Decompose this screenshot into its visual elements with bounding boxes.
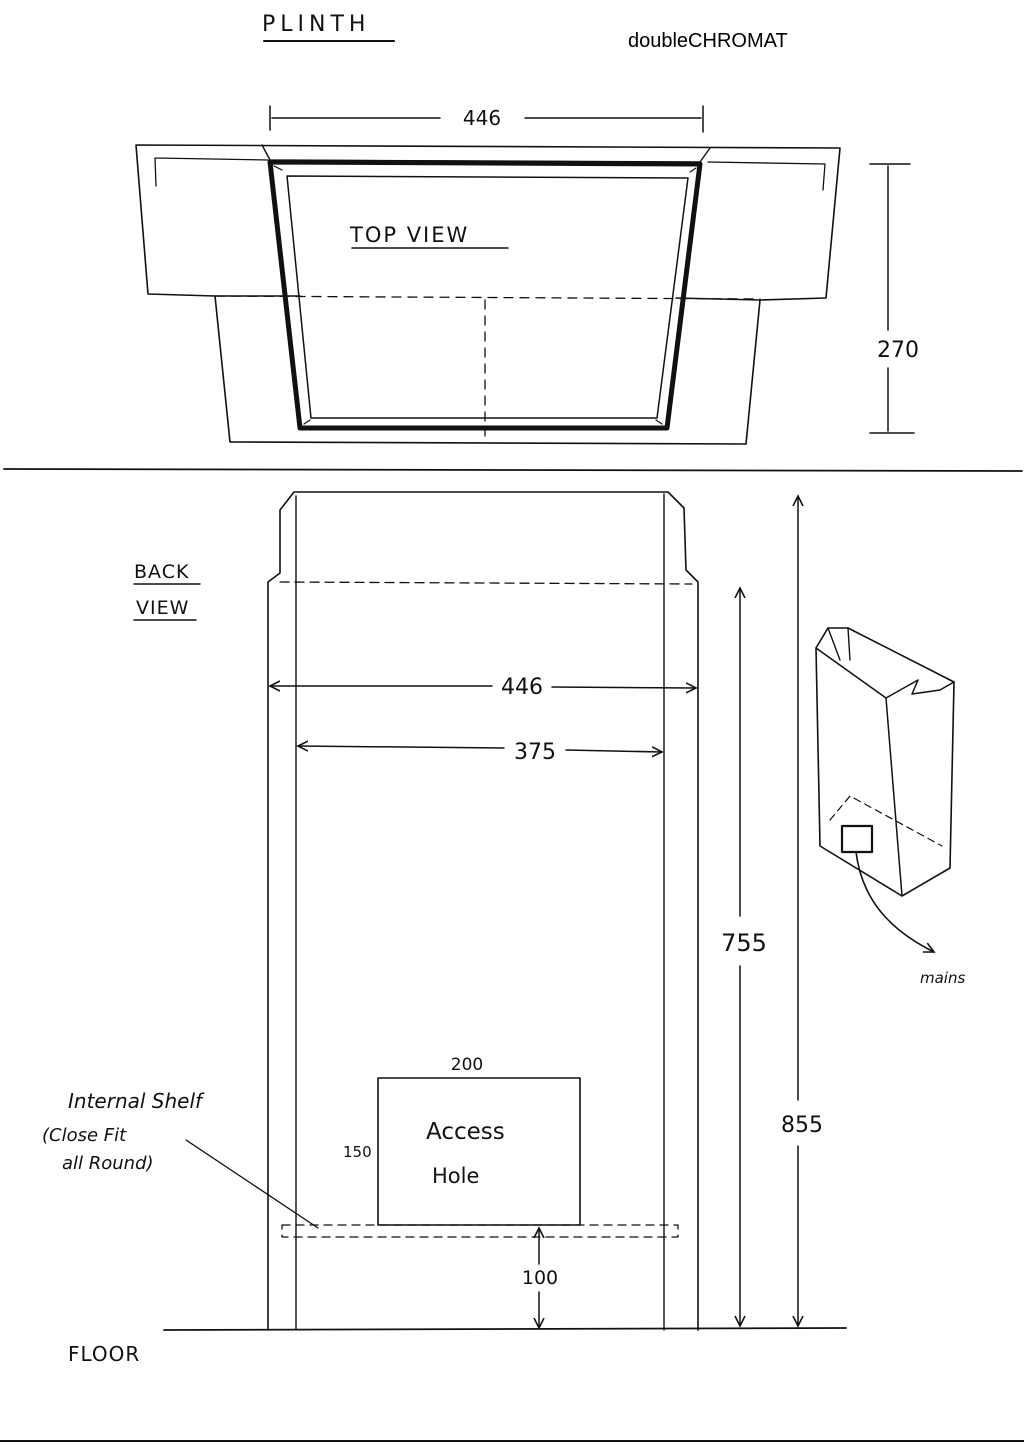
- back-body-height-dimension: 755: [721, 929, 767, 957]
- back-view: BACK VIEW 446 375 755 855 Access Hole 20…: [42, 491, 847, 1366]
- access-hole-label-line1: Access: [426, 1119, 505, 1145]
- perspective-sketch: mains: [815, 627, 965, 987]
- floor-label: FLOOR: [68, 1342, 140, 1366]
- shelf-note-line2: (Close Fit: [42, 1125, 127, 1146]
- access-hole: [377, 1077, 581, 1226]
- access-hole-height-dimension: 150: [343, 1143, 372, 1161]
- shelf-note-line3: all Round): [62, 1153, 154, 1174]
- top-view-label: TOP VIEW: [349, 223, 469, 247]
- floor-line: [163, 1327, 847, 1331]
- shelf-height-dimension: 100: [522, 1267, 558, 1289]
- back-outer-width-dimension: 446: [501, 675, 543, 700]
- back-total-height-dimension: 855: [781, 1113, 823, 1138]
- shelf-note-line1: Internal Shelf: [68, 1089, 205, 1113]
- view-divider: [3, 468, 1023, 472]
- back-inner-width-dimension: 375: [514, 740, 556, 765]
- back-view-label-line1: BACK: [134, 561, 189, 583]
- top-depth-dimension: 270: [877, 338, 919, 363]
- access-hole-label-line2: Hole: [432, 1164, 479, 1188]
- mains-cable-label: mains: [920, 969, 965, 987]
- back-view-label-line2: VIEW: [136, 597, 189, 619]
- access-hole-width-dimension: 200: [451, 1055, 483, 1075]
- internal-shelf: [281, 1224, 679, 1238]
- top-width-dimension: 446: [463, 106, 501, 130]
- top-view: 446 TOP VIEW 270: [135, 105, 919, 445]
- brand-label: doubleCHROMAT: [628, 30, 788, 52]
- page-title: PLINTH: [262, 12, 370, 37]
